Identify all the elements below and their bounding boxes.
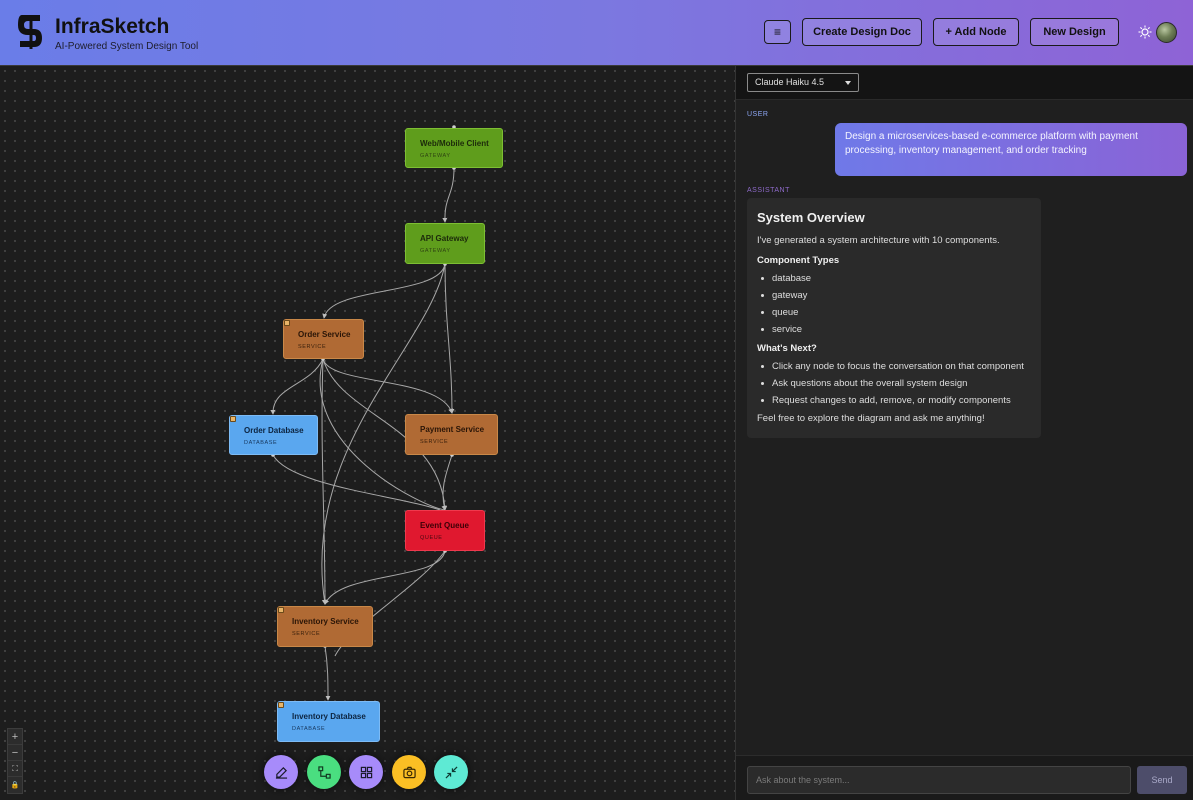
edge-order-queue <box>322 358 448 511</box>
node-type: DATABASE <box>292 726 326 732</box>
whats-next-list: Click any node to focus the conversation… <box>757 358 1031 409</box>
list-item: Ask questions about the overall system d… <box>757 375 1031 392</box>
user-message: Design a microservices-based e-commerce … <box>835 123 1187 176</box>
assistant-role-label: ASSISTANT <box>747 187 790 194</box>
assistant-intro: I've generated a system architecture wit… <box>757 235 1000 246</box>
app-subtitle: AI-Powered System Design Tool <box>55 41 199 52</box>
sun-icon[interactable] <box>1138 25 1152 39</box>
assistant-message: System Overview I've generated a system … <box>747 198 1041 438</box>
layout-icon <box>317 765 331 779</box>
node-web-mobile-client[interactable]: Web/Mobile Client GATEWAY <box>405 128 503 168</box>
edge-web-api <box>442 167 455 223</box>
edge-payment-queue <box>441 454 453 511</box>
node-title: Inventory Database <box>292 712 366 721</box>
node-type: GATEWAY <box>420 153 451 159</box>
edit-icon <box>275 766 287 779</box>
component-types-heading: Component Types <box>757 255 840 266</box>
caret-down-icon <box>845 81 851 85</box>
node-inventory-service[interactable]: Inventory Service SERVICE <box>277 606 373 647</box>
chat-input[interactable] <box>747 766 1131 794</box>
component-types-list: database gateway queue service <box>757 270 1031 338</box>
diagram-edges <box>270 125 456 701</box>
fit-view-button[interactable]: ⛶ <box>8 761 22 777</box>
node-inventory-database[interactable]: Inventory Database DATABASE <box>277 701 380 742</box>
edge-order-inventory <box>321 358 328 605</box>
zoom-out-button[interactable]: − <box>8 745 22 761</box>
edge-api-inventory <box>321 263 446 605</box>
whats-next-heading: What's Next? <box>757 343 817 354</box>
chat-toolbar: Claude Haiku 4.5 <box>736 66 1193 100</box>
node-order-database[interactable]: Order Database DATABASE <box>229 415 318 455</box>
menu-button[interactable]: ≡ <box>764 20 791 44</box>
node-title: Order Service <box>298 330 351 339</box>
node-badge-icon <box>278 702 284 708</box>
create-design-doc-button[interactable]: Create Design Doc <box>802 18 922 46</box>
edge-queue-inventory <box>324 550 446 605</box>
list-item: Click any node to focus the conversation… <box>757 358 1031 375</box>
diagram-canvas[interactable]: Web/Mobile Client GATEWAY API Gateway GA… <box>0 66 735 800</box>
edge-order-queue-b <box>319 358 446 511</box>
node-type: QUEUE <box>420 535 443 541</box>
node-title: Inventory Service <box>292 617 359 626</box>
list-item: gateway <box>757 287 1031 304</box>
node-order-service[interactable]: Order Service SERVICE <box>283 319 364 359</box>
edge-inventory-invdb <box>324 645 331 701</box>
node-title: Payment Service <box>420 425 485 434</box>
node-badge-icon <box>230 416 236 422</box>
node-badge-icon <box>278 607 284 613</box>
edit-fab-button[interactable] <box>264 755 298 789</box>
edge-order-orderdb <box>270 358 324 415</box>
grid-icon <box>360 766 372 778</box>
lock-button[interactable]: 🔒 <box>10 782 20 789</box>
list-item: service <box>757 321 1031 338</box>
zoom-controls: + − ⛶ 🔒 <box>7 728 23 794</box>
node-type: SERVICE <box>420 439 449 445</box>
collapse-icon <box>445 766 457 778</box>
edge-orderdb-queue <box>272 454 441 511</box>
layout-fab-button[interactable] <box>307 755 341 789</box>
user-avatar[interactable] <box>1156 22 1177 43</box>
node-payment-service[interactable]: Payment Service SERVICE <box>405 414 498 455</box>
model-select[interactable]: Claude Haiku 4.5 <box>747 73 859 92</box>
send-button[interactable]: Send <box>1137 766 1187 794</box>
assistant-footer: Feel free to explore the diagram and ask… <box>757 413 985 424</box>
collapse-fab-button[interactable] <box>434 755 468 789</box>
app-title: InfraSketch <box>55 15 170 38</box>
edge-order-payment <box>322 358 454 414</box>
screenshot-fab-button[interactable] <box>392 755 426 789</box>
chat-panel: Claude Haiku 4.5 USER Design a microserv… <box>735 66 1193 800</box>
grid-fab-button[interactable] <box>349 755 383 789</box>
node-badge-icon <box>284 320 290 326</box>
node-type: DATABASE <box>244 440 278 446</box>
edge-api-payment <box>444 263 455 414</box>
logo-icon <box>18 15 42 49</box>
node-title: Event Queue <box>420 521 469 530</box>
user-role-label: USER <box>747 111 769 118</box>
node-event-queue[interactable]: Event Queue QUEUE <box>405 510 485 551</box>
node-type: SERVICE <box>292 631 321 637</box>
assistant-heading: System Overview <box>757 210 865 225</box>
app-header: InfraSketch AI-Powered System Design Too… <box>0 0 1193 66</box>
model-select-value: Claude Haiku 4.5 <box>755 77 825 87</box>
node-title: Order Database <box>244 426 304 435</box>
add-node-button[interactable]: + Add Node <box>933 18 1019 46</box>
list-item: database <box>757 270 1031 287</box>
camera-icon <box>402 766 416 778</box>
node-title: Web/Mobile Client <box>420 139 489 148</box>
new-design-button[interactable]: New Design <box>1030 18 1119 46</box>
node-api-gateway[interactable]: API Gateway GATEWAY <box>405 223 485 264</box>
edge-api-order <box>322 263 446 319</box>
zoom-in-button[interactable]: + <box>8 729 22 745</box>
list-item: Request changes to add, remove, or modif… <box>757 392 1031 409</box>
chat-composer: Send <box>736 755 1193 800</box>
node-type: GATEWAY <box>420 248 451 254</box>
node-type: SERVICE <box>298 344 327 350</box>
node-title: API Gateway <box>420 234 469 243</box>
list-item: queue <box>757 304 1031 321</box>
